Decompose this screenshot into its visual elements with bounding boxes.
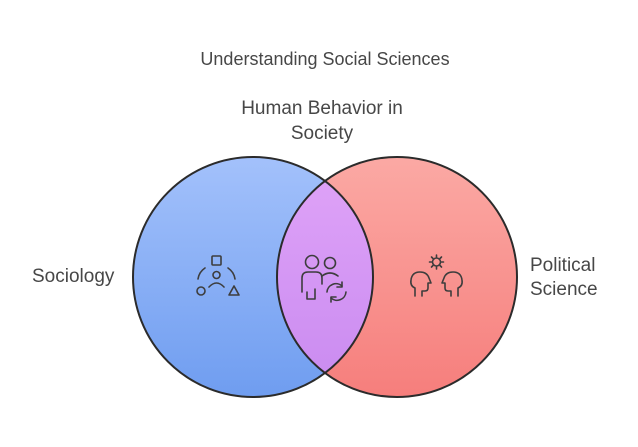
intersection-label-line1: Human Behavior in [241,98,403,119]
sociology-outline [132,156,374,398]
sociology-label: Sociology [32,266,115,287]
diagram-title: Understanding Social Sciences [200,49,450,69]
community-shapes-icon [196,255,240,296]
political-science-label-line2: Science [530,279,598,300]
intersection-label-line2: Society [290,123,354,144]
political-science-label-line1: Political [530,255,596,276]
overlap-region [277,157,373,397]
people-cycle-icon [301,254,347,303]
political-science-outline [276,156,518,398]
debating-heads-icon [410,254,463,297]
political-science-label: Political Science [530,254,598,302]
intersection-label: Human Behavior in Society [222,96,422,146]
